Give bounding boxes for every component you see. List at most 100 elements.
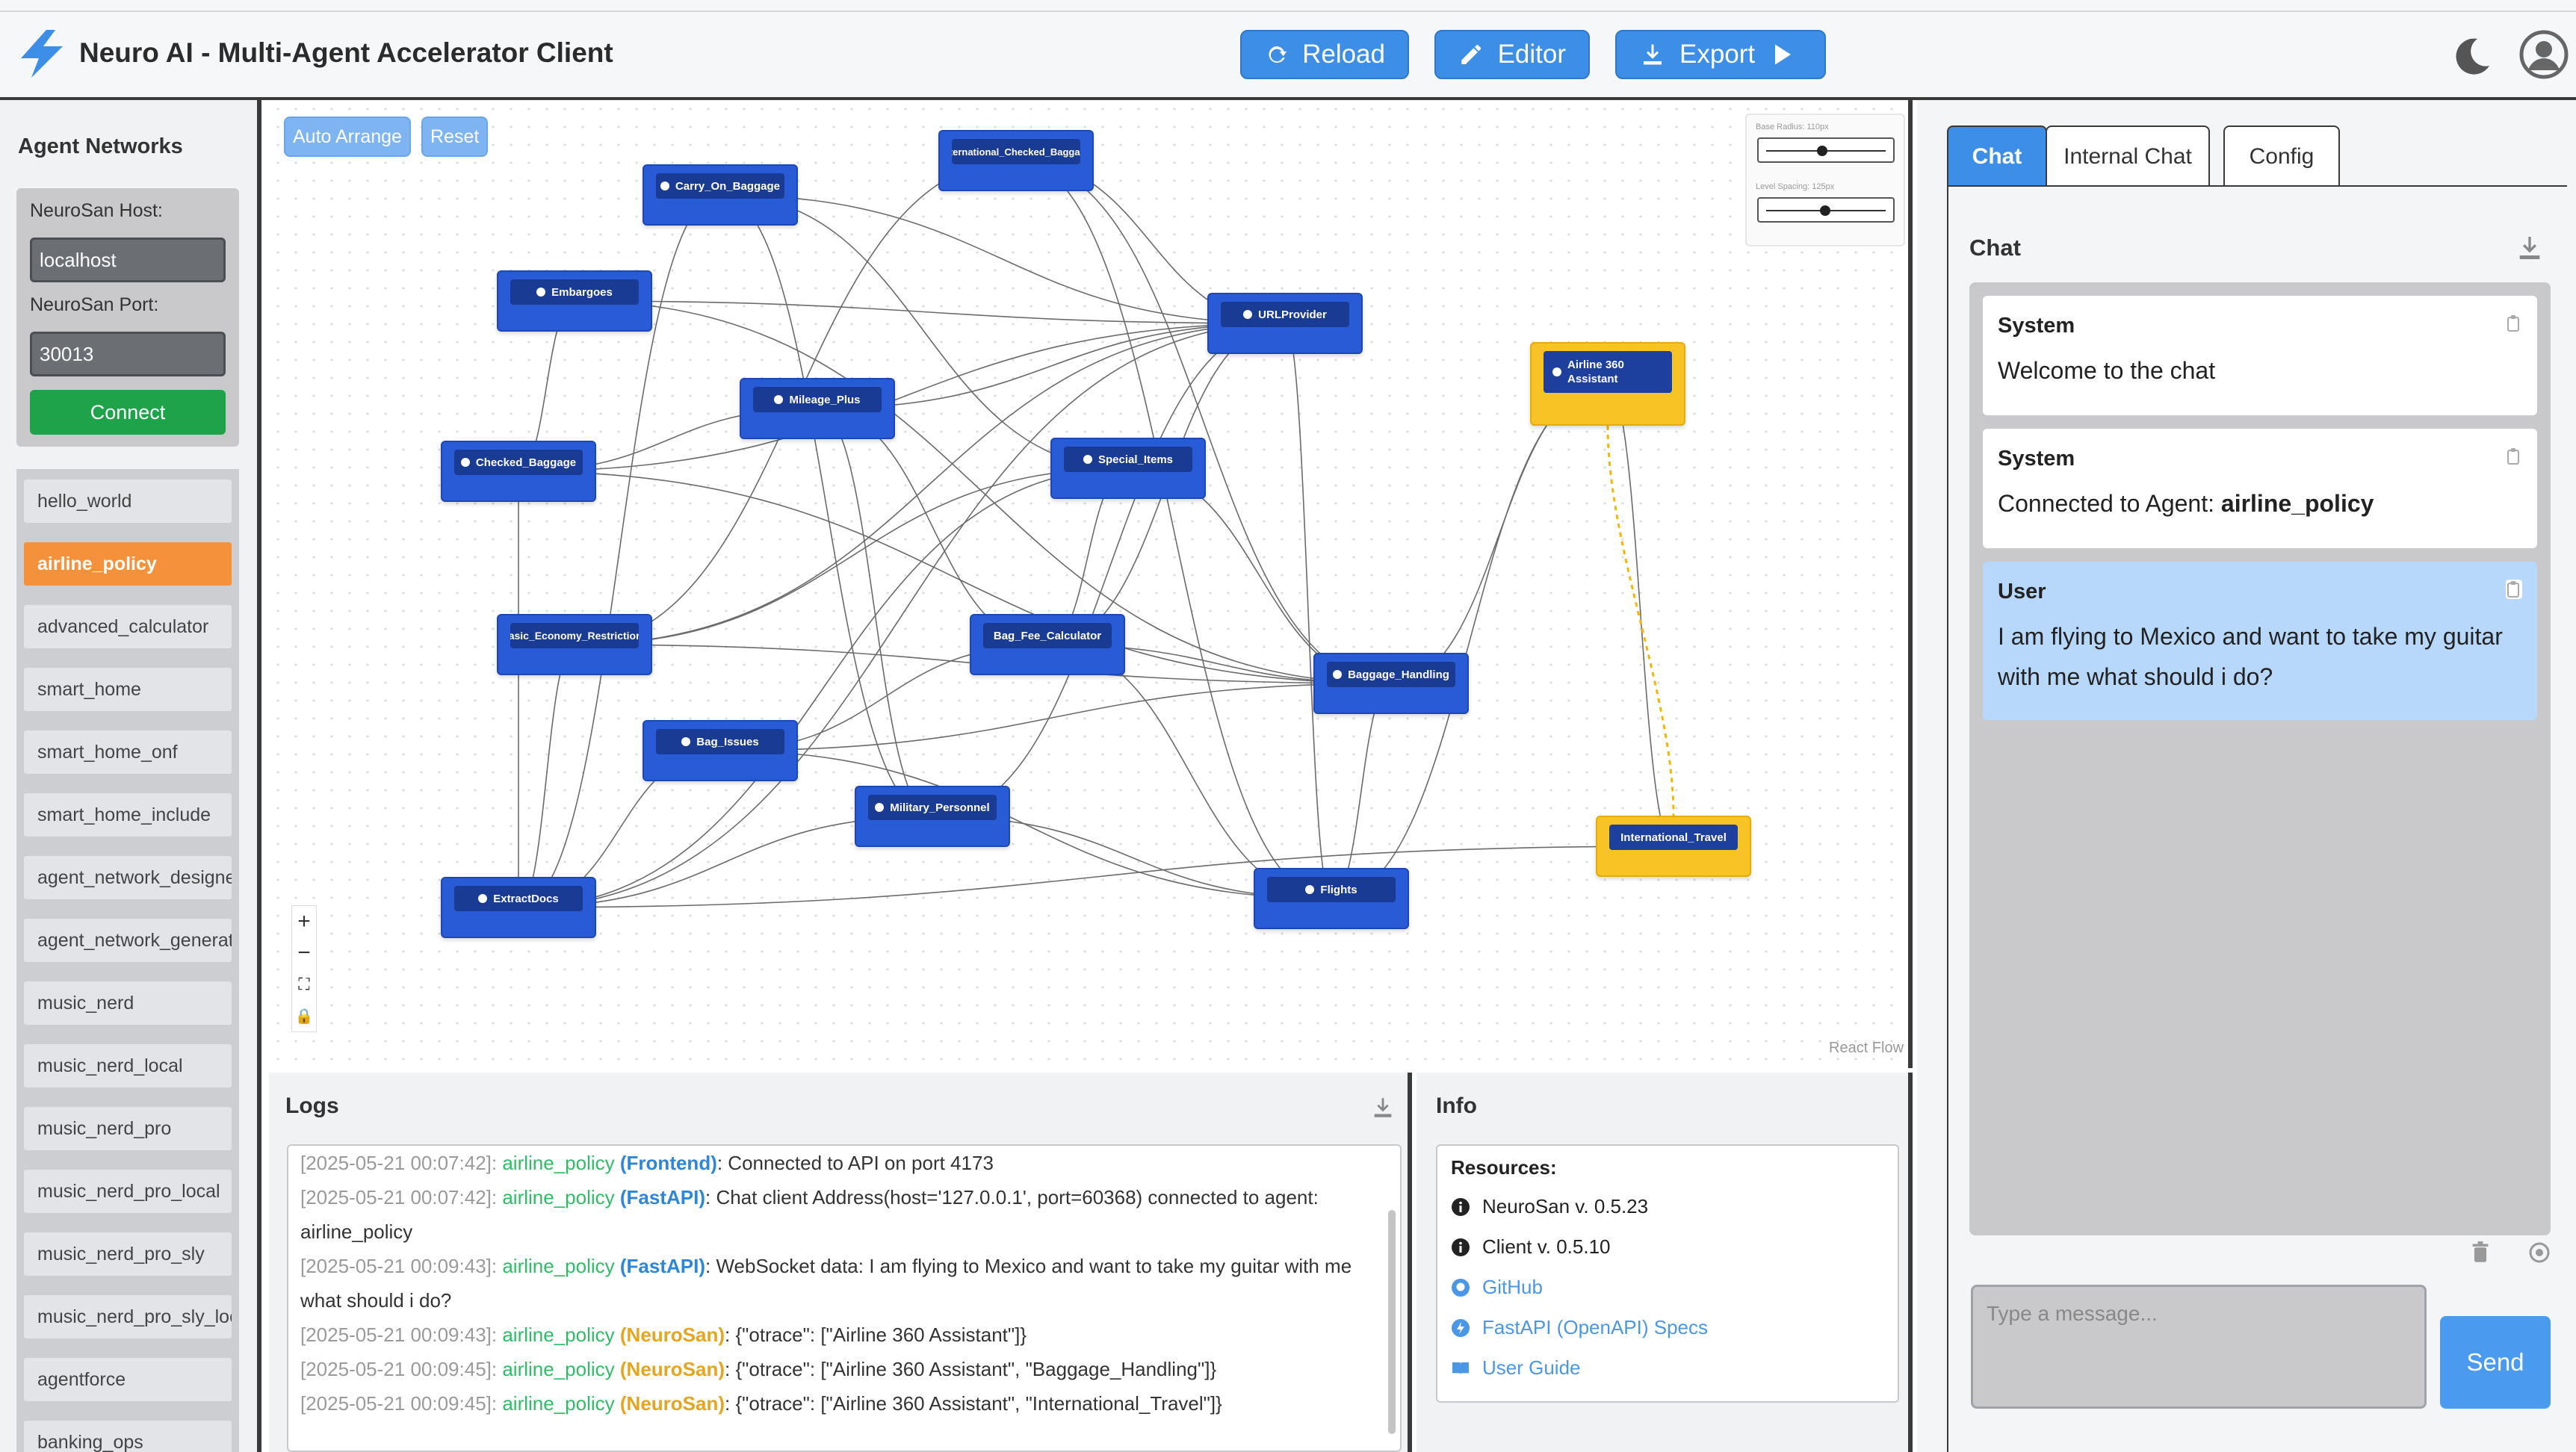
node-special-items[interactable]: Special_Items [1050,438,1206,499]
app-title: Neuro AI - Multi-Agent Accelerator Clien… [79,37,613,68]
graph-edge [1331,683,1392,899]
dark-mode-moon-icon[interactable] [2449,33,2494,78]
copy-icon[interactable] [2506,314,2522,333]
editor-button[interactable]: Editor [1434,30,1590,79]
trash-icon[interactable] [2470,1241,2491,1264]
log-line: [2025-05-21 00:07:42]: airline_policy (F… [300,1186,1319,1243]
message-role: User [1998,580,2046,604]
node-baggage-handling[interactable]: Baggage_Handling [1313,653,1469,714]
log-line: [2025-05-21 00:07:42]: airline_policy (F… [300,1152,994,1174]
slider-knob[interactable] [1816,146,1827,156]
graph-edge [574,300,1286,324]
send-button[interactable]: Send [2440,1316,2551,1409]
node-extract-docs[interactable]: ExtractDocs [441,877,596,938]
node-bag-fee-calculator[interactable]: Bag_Fee_Calculator [970,614,1125,675]
graph-edge [518,194,721,908]
reset-button[interactable]: Reset [421,117,489,157]
network-item[interactable]: music_nerd_pro [24,1107,232,1150]
node-label: Baggage_Handling [1348,668,1449,681]
node-mileage-plus[interactable]: Mileage_Plus [740,378,895,439]
network-item[interactable]: smart_home_onf [24,730,232,774]
network-item[interactable]: smart_home_include [24,793,232,837]
network-item[interactable]: music_nerd [24,981,232,1025]
network-item[interactable]: agent_network_generator [24,919,232,962]
node-label: Military_Personnel [890,801,990,814]
network-item[interactable]: advanced_calculator [24,605,232,648]
fastapi-specs-link[interactable]: FastAPI (OpenAPI) Specs [1451,1316,1708,1339]
node-bag-issues[interactable]: Bag_Issues [643,720,798,781]
agent-icon [1243,310,1253,319]
copy-icon[interactable] [2506,580,2522,599]
network-item[interactable]: music_nerd_pro_sly [24,1232,232,1276]
message-role: System [1998,314,2075,338]
github-icon [1452,1278,1470,1297]
network-item[interactable]: music_nerd_pro_sly_local [24,1295,232,1338]
level-spacing-label: Level Spacing: 125px [1756,182,1835,191]
network-item[interactable]: banking_ops [24,1421,232,1452]
node-label: Mileage_Plus [789,393,861,406]
node-label: Bag_Fee_Calculator [993,629,1102,642]
info-icon [1452,1197,1470,1216]
auto-arrange-button[interactable]: Auto Arrange [284,117,411,157]
agent-icon [1333,670,1343,679]
user-avatar-icon[interactable] [2519,30,2569,79]
tab-internal-chat[interactable]: Internal Chat [2046,125,2210,187]
tab-chat[interactable]: Chat [1947,125,2047,187]
base-radius-slider[interactable] [1757,137,1895,163]
tabs-divider [1947,185,2567,187]
tab-config[interactable]: Config [2223,125,2340,187]
zoom-out-icon[interactable]: − [297,940,311,965]
network-item[interactable]: music_nerd_local [24,1044,232,1088]
react-flow-attribution[interactable]: React Flow [1829,1040,1904,1056]
network-item[interactable]: music_nerd_pro_local [24,1170,232,1213]
node-international-travel[interactable]: International_Travel [1596,816,1751,877]
node-embargoes[interactable]: Embargoes [497,270,652,332]
node-flights[interactable]: Flights [1254,868,1409,929]
network-item[interactable]: smart_home [24,668,232,711]
node-military-personnel[interactable]: Military_Personnel [855,786,1010,847]
export-button[interactable]: Export [1615,30,1826,79]
node-checked-baggage[interactable]: Checked_Baggage [441,441,596,502]
stop-icon[interactable] [2528,1241,2551,1264]
lock-icon[interactable]: 🔒 [294,1008,314,1025]
logs-panel: Logs [2025-05-21 00:07:42]: airline_poli… [269,1073,1412,1452]
github-link[interactable]: GitHub [1451,1276,1543,1299]
user-guide-link[interactable]: User Guide [1451,1356,1581,1380]
network-item[interactable]: agentforce [24,1358,232,1401]
chat-border [1947,187,1948,1452]
download-chat-icon[interactable] [2515,233,2545,263]
graph-edge [817,408,933,817]
agent-icon [660,182,669,190]
resources-label: Resources: [1451,1156,1557,1179]
agent-icon [478,894,488,903]
reload-button[interactable]: Reload [1240,30,1409,79]
download-logs-icon[interactable] [1370,1095,1396,1120]
graph-edge [518,471,1392,684]
graph-edge [518,323,1286,472]
node-international-checked-baggage[interactable]: International_Checked_Baggage [938,130,1094,191]
message-input[interactable]: Type a message... [1971,1285,2427,1409]
host-input[interactable]: localhost [30,238,226,282]
agent-graph-canvas[interactable]: Auto Arrange Reset Base Radius: 110px Le… [269,100,1913,1068]
api-icon [1452,1318,1470,1337]
resources-box: Resources: NeuroSan v. 0.5.23 Client v. … [1436,1144,1899,1403]
copy-icon[interactable] [2506,447,2522,466]
node-carry-on-baggage[interactable]: Carry_On_Baggage [643,164,798,226]
network-item[interactable]: hello_world [24,480,232,523]
agent-icon [536,288,546,297]
node-url-provider[interactable]: URLProvider [1207,293,1363,354]
network-item-active[interactable]: airline_policy [24,542,232,586]
node-label: ExtractDocs [493,892,559,905]
graph-edge [1284,323,1332,899]
slider-knob[interactable] [1820,205,1830,216]
graph-edge [1607,383,1674,847]
connect-button[interactable]: Connect [30,390,226,435]
level-spacing-slider[interactable] [1757,197,1895,223]
node-basic-economy-restrictions[interactable]: Basic_Economy_Restrictions [497,614,652,675]
port-input[interactable]: 30013 [30,332,226,376]
zoom-in-icon[interactable]: + [297,909,311,934]
log-scrollbar[interactable] [1388,1210,1396,1434]
network-item[interactable]: agent_network_designer [24,856,232,899]
fit-view-icon[interactable]: ⛶ [298,975,310,993]
node-airline-360-assistant[interactable]: Airline 360 Assistant [1530,342,1685,426]
